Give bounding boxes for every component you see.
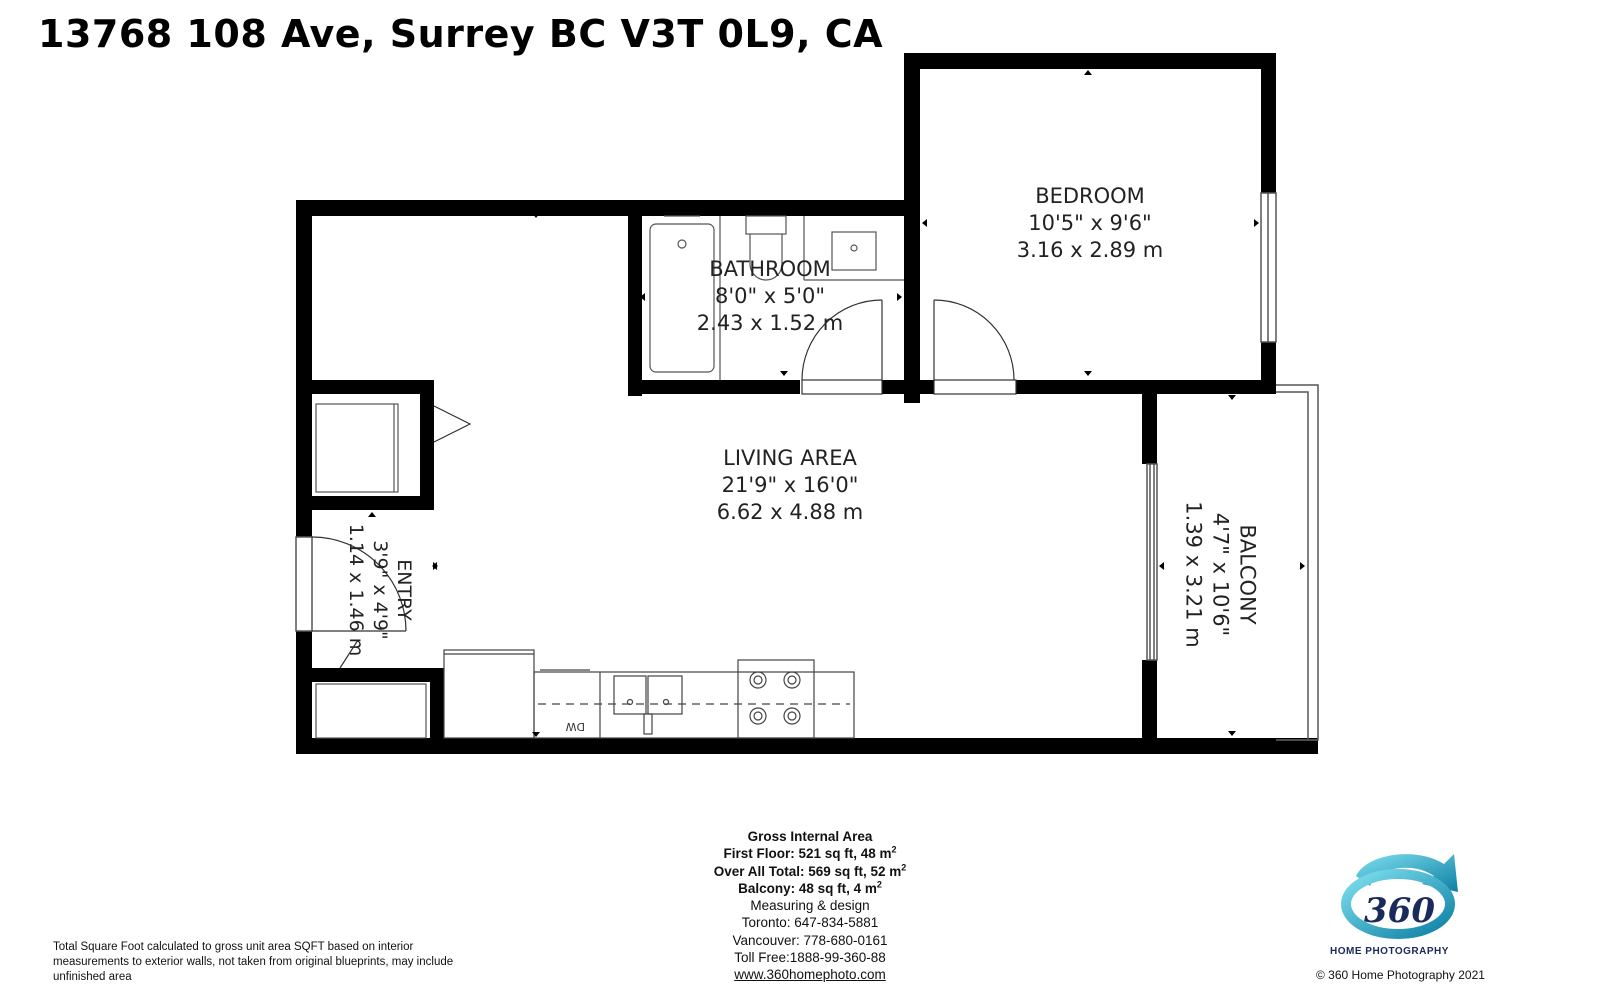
overall-area: Over All Total: 569 sq ft, 52 m2	[713, 862, 907, 879]
bathroom-label: BATHROOM 8'0" x 5'0" 2.43 x 1.52 m	[680, 256, 860, 337]
area-summary: Gross Internal Area First Floor: 521 sq …	[675, 828, 945, 984]
entry-metric: 1.14 x 1.46 m	[345, 523, 367, 657]
sup-overall: 2	[901, 862, 907, 873]
sup-balcony: 2	[876, 879, 882, 890]
bedroom-metric: 3.16 x 2.89 m	[1016, 238, 1164, 262]
bedroom-label: BEDROOM 10'5" x 9'6" 3.16 x 2.89 m	[1000, 183, 1180, 264]
balcony-area: Balcony: 48 sq ft, 4 m2	[738, 879, 882, 896]
bathroom-imperial: 8'0" x 5'0"	[714, 284, 826, 308]
living-area-label: LIVING AREA 21'9" x 16'0" 6.62 x 4.88 m	[700, 445, 880, 526]
website-link[interactable]: www.360homephoto.com	[734, 967, 886, 983]
windows	[295, 192, 1319, 741]
logo-name: HOME PHOTOGRAPHY	[1330, 946, 1449, 957]
dishwasher-label: DW	[566, 720, 585, 733]
balcony-imperial: 4'7" x 10'6"	[1208, 512, 1233, 637]
dimension-markers	[368, 70, 1305, 737]
doors	[311, 299, 1017, 669]
address-title: 13768 108 Ave, Surrey BC V3T 0L9, CA	[38, 12, 884, 56]
entry-imperial: 3'9" x 4'9"	[369, 540, 391, 640]
first-floor-area: First Floor: 521 sq ft, 48 m2	[723, 844, 897, 862]
copyright-text: © 360 Home Photography 2021	[1316, 968, 1485, 982]
disclaimer-text: Total Square Foot calculated to gross un…	[53, 941, 454, 983]
area-heading: Gross Internal Area	[747, 829, 873, 844]
balcony-name: BALCONY	[1235, 524, 1260, 625]
bathroom-name: BATHROOM	[709, 257, 831, 281]
toronto-phone: Toronto: 647-834-5881	[741, 915, 879, 931]
bedroom-name: BEDROOM	[1035, 184, 1145, 208]
balcony-label: BALCONY 4'7" x 10'6" 1.39 x 3.21 m	[1180, 485, 1261, 665]
closet-shelves	[315, 403, 427, 739]
living-area-metric: 6.62 x 4.88 m	[716, 500, 864, 524]
walls	[296, 53, 1318, 754]
company-logo: 360	[1341, 854, 1458, 939]
entry-label: ENTRY 3'9" x 4'9" 1.14 x 1.46 m	[344, 505, 416, 675]
bedroom-imperial: 10'5" x 9'6"	[1028, 211, 1152, 235]
entry-name: ENTRY	[393, 559, 415, 621]
toll-free-phone: Toll Free:1888-99-360-88	[734, 950, 886, 966]
bathroom-fixtures	[649, 215, 904, 380]
sup-first: 2	[891, 844, 897, 855]
bathroom-metric: 2.43 x 1.52 m	[696, 311, 844, 335]
service-line: Measuring & design	[750, 898, 870, 914]
kitchen-counter	[443, 649, 855, 739]
balcony-metric: 1.39 x 3.21 m	[1181, 501, 1206, 648]
living-area-name: LIVING AREA	[723, 446, 857, 470]
living-area-imperial: 21'9" x 16'0"	[721, 473, 859, 497]
logo-mark: 360	[1364, 891, 1435, 931]
vancouver-phone: Vancouver: 778-680-0161	[732, 932, 888, 948]
